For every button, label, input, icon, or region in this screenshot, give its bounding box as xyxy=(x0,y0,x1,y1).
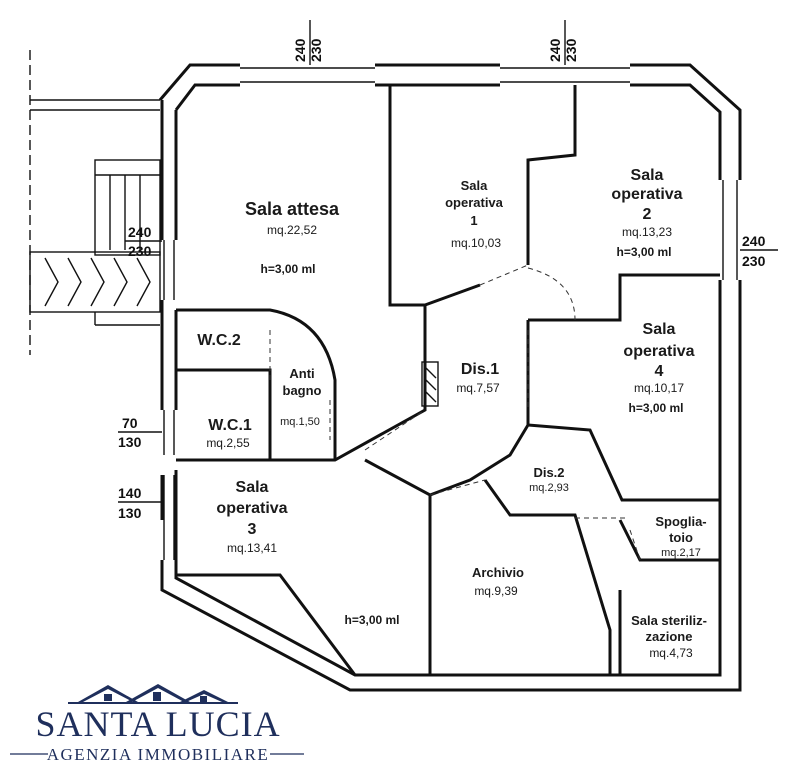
logo-main-text: SANTA LUCIA xyxy=(35,704,280,744)
room-name-line1: Sala xyxy=(461,178,489,193)
room-name-line2: operativa xyxy=(445,195,504,210)
dimension-top-right: 240 230 xyxy=(547,20,579,65)
dim-top-left-b: 230 xyxy=(308,38,324,62)
room-name: Dis.1 xyxy=(461,361,499,378)
house-roof-icon xyxy=(68,684,238,704)
room-name-line2: operativa xyxy=(216,500,287,517)
room-height: h=3,00 ml xyxy=(344,613,399,627)
entrance-stairs xyxy=(29,50,161,355)
room-name-line2: bagno xyxy=(283,383,322,398)
dim-right-a: 240 xyxy=(742,233,766,249)
room-wc-2: W.C.2 xyxy=(197,332,241,349)
room-name-line1: Anti xyxy=(289,366,314,381)
room-name: W.C.2 xyxy=(197,332,241,349)
outer-walls xyxy=(158,63,742,692)
room-name: Sala attesa xyxy=(245,199,340,219)
dim-right-b: 230 xyxy=(742,253,766,269)
room-area: mq.2,93 xyxy=(529,482,569,494)
room-name: Archivio xyxy=(472,565,524,580)
dim-left-lower-b: 130 xyxy=(118,505,142,521)
dimension-left-upper: 240 230 xyxy=(125,224,162,259)
dimension-left-lower: 140 130 xyxy=(118,485,162,521)
logo-sub-text: AGENZIA IMMOBILIARE xyxy=(47,745,270,764)
room-area: mq.7,57 xyxy=(456,381,500,395)
dim-top-right-a: 240 xyxy=(547,38,563,62)
room-height: h=3,00 ml xyxy=(616,245,671,259)
room-sala-attesa: Sala attesa mq.22,52 h=3,00 ml xyxy=(245,199,340,276)
room-name-line1: Sala steriliz- xyxy=(631,613,707,628)
room-wc-1: W.C.1 mq.2,55 xyxy=(206,417,252,450)
room-name-line1: Sala xyxy=(236,479,269,496)
room-sala-operativa-2: Sala operativa 2 mq.13,23 h=3,00 ml xyxy=(611,167,682,259)
room-name-line2: toio xyxy=(669,530,693,545)
room-name-line3: 3 xyxy=(248,521,257,538)
room-dis-1: Dis.1 mq.7,57 xyxy=(456,361,500,395)
room-area: mq.4,73 xyxy=(649,646,693,660)
room-sala-operativa-4: Sala operativa 4 mq.10,17 h=3,00 ml xyxy=(623,321,694,415)
room-sala-operativa-1: Sala operativa 1 mq.10,03 xyxy=(445,178,504,250)
room-dis-2: Dis.2 mq.2,93 xyxy=(529,465,569,494)
room-height: h=3,00 ml xyxy=(628,401,683,415)
room-name-line1: Sala xyxy=(643,321,676,338)
room-height: h=3,00 ml xyxy=(260,262,315,276)
room-area: mq.10,03 xyxy=(451,236,501,250)
room-spogliatoio: Spoglia- toio mq.2,17 xyxy=(655,514,706,559)
room-area: mq.13,41 xyxy=(227,541,277,555)
doors xyxy=(269,264,641,561)
room-name-line1: Sala xyxy=(631,167,664,184)
room-antibagno: Anti bagno mq.1,50 xyxy=(280,366,321,428)
dimension-left-wc: 70 130 xyxy=(118,415,162,450)
dim-left-lower-a: 140 xyxy=(118,485,142,501)
dimension-top-left: 240 230 xyxy=(292,20,324,65)
room-name-line3: 2 xyxy=(643,206,652,223)
room-area: mq.9,39 xyxy=(474,584,518,598)
room-area: mq.22,52 xyxy=(267,223,317,237)
dimension-right: 240 230 xyxy=(740,233,778,269)
room-area: mq.2,17 xyxy=(661,547,701,559)
dim-top-left-a: 240 xyxy=(292,38,308,62)
room-area: mq.2,55 xyxy=(206,436,250,450)
room-name-line2: operativa xyxy=(623,343,694,360)
room-area: mq.13,23 xyxy=(622,225,672,239)
room-name-line3: 1 xyxy=(470,213,477,228)
room-name: W.C.1 xyxy=(208,417,252,434)
room-area: mq.10,17 xyxy=(634,381,684,395)
dim-top-right-b: 230 xyxy=(563,38,579,62)
room-name-line3: 4 xyxy=(655,363,664,380)
dim-left-wc-a: 70 xyxy=(122,415,138,431)
dim-left-wc-b: 130 xyxy=(118,434,142,450)
room-name-line1: Spoglia- xyxy=(655,514,706,529)
dim-left-upper-b: 230 xyxy=(128,243,152,259)
agency-logo: SANTA LUCIA AGENZIA IMMOBILIARE xyxy=(10,684,304,764)
inner-walls xyxy=(176,85,720,676)
room-name-line2: operativa xyxy=(611,186,682,203)
room-archivio: Archivio mq.9,39 xyxy=(472,565,524,598)
dim-left-upper-a: 240 xyxy=(128,224,152,240)
room-name-line2: zazione xyxy=(646,629,693,644)
room-sala-operativa-3: Sala operativa 3 mq.13,41 h=3,00 ml xyxy=(216,479,399,627)
room-sala-sterilizzazione: Sala steriliz- zazione mq.4,73 xyxy=(631,613,707,660)
room-area: mq.1,50 xyxy=(280,416,320,428)
room-name: Dis.2 xyxy=(533,465,564,480)
